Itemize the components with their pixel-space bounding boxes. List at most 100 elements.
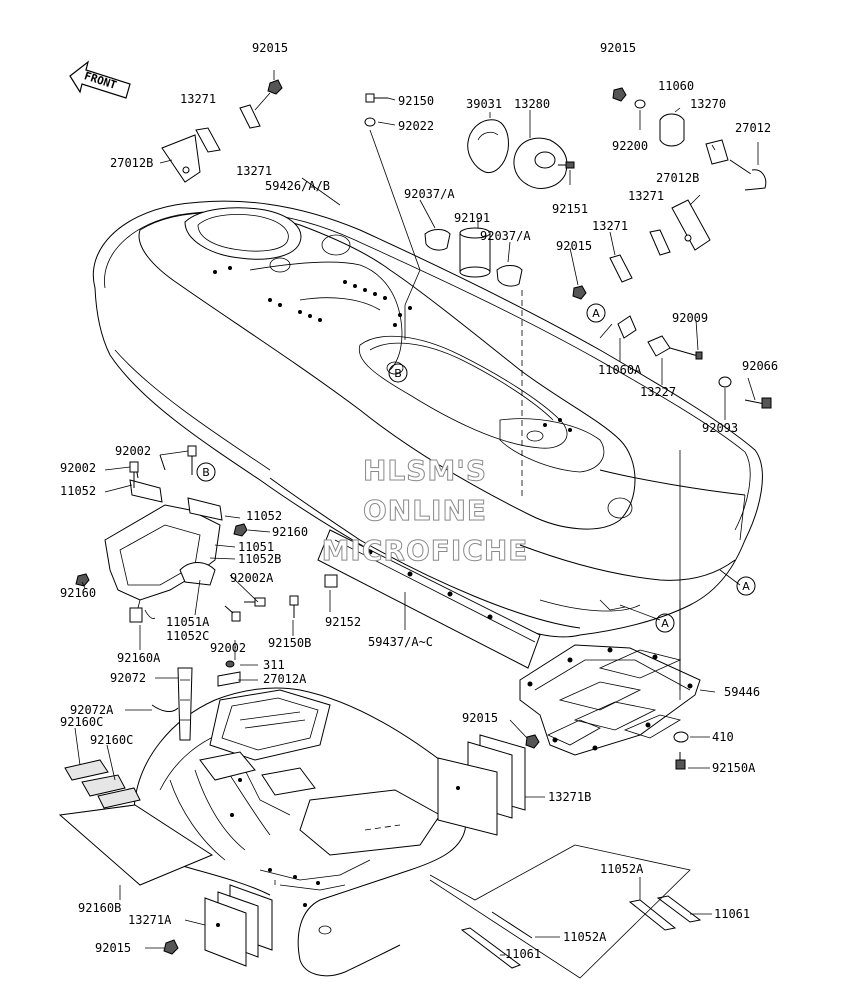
part-label: 92072A — [70, 703, 114, 717]
washer-icon — [673, 731, 689, 743]
svg-text:B: B — [202, 466, 210, 479]
part-label: 92037/A — [404, 187, 455, 201]
ref-circle-a-2: A — [736, 576, 756, 596]
pad-13271b — [437, 734, 526, 836]
svg-text:A: A — [592, 307, 600, 320]
part-label: 92160C — [90, 733, 133, 747]
pad-13271a — [204, 884, 273, 967]
part-label: 13271 — [628, 189, 664, 203]
part-label: 92015 — [462, 711, 498, 725]
part-label: 11052B — [238, 552, 281, 566]
part-label: 13271 — [592, 219, 628, 233]
ride-plate — [519, 644, 701, 756]
ref-circle-a-3: A — [655, 613, 675, 633]
ref-circle-a-1: A — [586, 303, 606, 323]
part-label: 92151 — [552, 202, 588, 216]
part-label: 11060 — [658, 79, 694, 93]
bolt-icon — [244, 597, 266, 607]
part-label: 13271 — [236, 164, 272, 178]
part-label: 92002 — [210, 641, 246, 655]
part-label: 92160C — [60, 715, 103, 729]
part-label: 92160B — [78, 901, 121, 915]
part-label: 27012 — [735, 121, 771, 135]
svg-text:MICROFICHE: MICROFICHE — [322, 534, 529, 567]
bracket-assembly — [75, 445, 338, 687]
part-label: 92066 — [742, 359, 778, 373]
nut-icon — [525, 734, 540, 749]
washer-icon — [364, 117, 376, 127]
part-label: 13227 — [640, 385, 676, 399]
part-label: 11060A — [598, 363, 642, 377]
part-label: 92150B — [268, 636, 311, 650]
top-parts — [161, 70, 772, 979]
leader-lines — [74, 97, 759, 956]
part-label: 92002 — [115, 444, 151, 458]
part-label: 92009 — [672, 311, 708, 325]
svg-text:ONLINE: ONLINE — [363, 494, 487, 527]
part-label: 92015 — [252, 41, 288, 55]
part-label: 92150 — [398, 94, 434, 108]
part-label: 13271B — [548, 790, 591, 804]
part-label: 59437/A~C — [368, 635, 433, 649]
svg-text:B: B — [394, 367, 402, 380]
ref-circle-b-1: B — [388, 363, 408, 383]
part-label: 13271 — [180, 92, 216, 106]
part-label: 92002A — [230, 571, 274, 585]
bolt-icon — [289, 595, 299, 618]
part-label: 92200 — [612, 139, 648, 153]
part-label: 92191 — [454, 211, 490, 225]
bolt-icon — [675, 752, 686, 770]
part-label: 11052 — [60, 484, 96, 498]
ref-circle-b-2: B — [196, 462, 216, 482]
bushing-icon — [324, 574, 338, 588]
decals — [58, 759, 214, 886]
part-label: 311 — [263, 658, 285, 672]
nut-icon — [267, 79, 283, 95]
bolt-icon — [744, 397, 772, 409]
svg-text:A: A — [742, 580, 750, 593]
svg-text:HLSM'S: HLSM'S — [363, 454, 487, 487]
nut-icon — [572, 285, 587, 300]
watermark: HLSM'S ONLINE MICROFICHE — [321, 454, 529, 568]
part-label: 59446 — [724, 685, 760, 699]
part-label: 92002 — [60, 461, 96, 475]
bolt-icon — [187, 445, 197, 475]
nut-icon — [233, 523, 248, 537]
bolt-icon — [558, 161, 575, 169]
part-label: 13271A — [128, 913, 172, 927]
clip-icon — [217, 660, 241, 687]
part-label: 92152 — [325, 615, 361, 629]
part-label: 11051 — [238, 540, 274, 554]
part-label: 92160 — [272, 525, 308, 539]
rub-rail — [317, 529, 541, 669]
nut-icon — [75, 573, 90, 587]
part-label: 92015 — [556, 239, 592, 253]
bolt-icon — [365, 93, 388, 103]
part-label: 410 — [712, 730, 734, 744]
nut-icon — [163, 939, 179, 955]
washer-icon — [634, 99, 646, 109]
hull — [92, 200, 763, 638]
part-label: 11052A — [563, 930, 607, 944]
part-label: 11052A — [600, 862, 644, 876]
part-label: 92015 — [600, 41, 636, 55]
nut-icon — [612, 87, 627, 102]
part-label: 13280 — [514, 97, 550, 111]
part-label: 92093 — [702, 421, 738, 435]
part-label: 27012A — [263, 672, 307, 686]
part-label: 59426/A/B — [265, 179, 330, 193]
svg-text:A: A — [661, 617, 669, 630]
part-label: 92150A — [712, 761, 756, 775]
part-label: 11052 — [246, 509, 282, 523]
part-label: 92037/A — [480, 229, 531, 243]
front-arrow-icon: FRONT — [69, 60, 131, 99]
part-label: 13270 — [690, 97, 726, 111]
part-label: 11061 — [505, 947, 541, 961]
lower-hull — [133, 687, 576, 977]
part-label: 11052C — [166, 629, 209, 643]
strip-92072 — [151, 667, 193, 741]
part-label: 92015 — [95, 941, 131, 955]
part-label: 92160A — [117, 651, 161, 665]
